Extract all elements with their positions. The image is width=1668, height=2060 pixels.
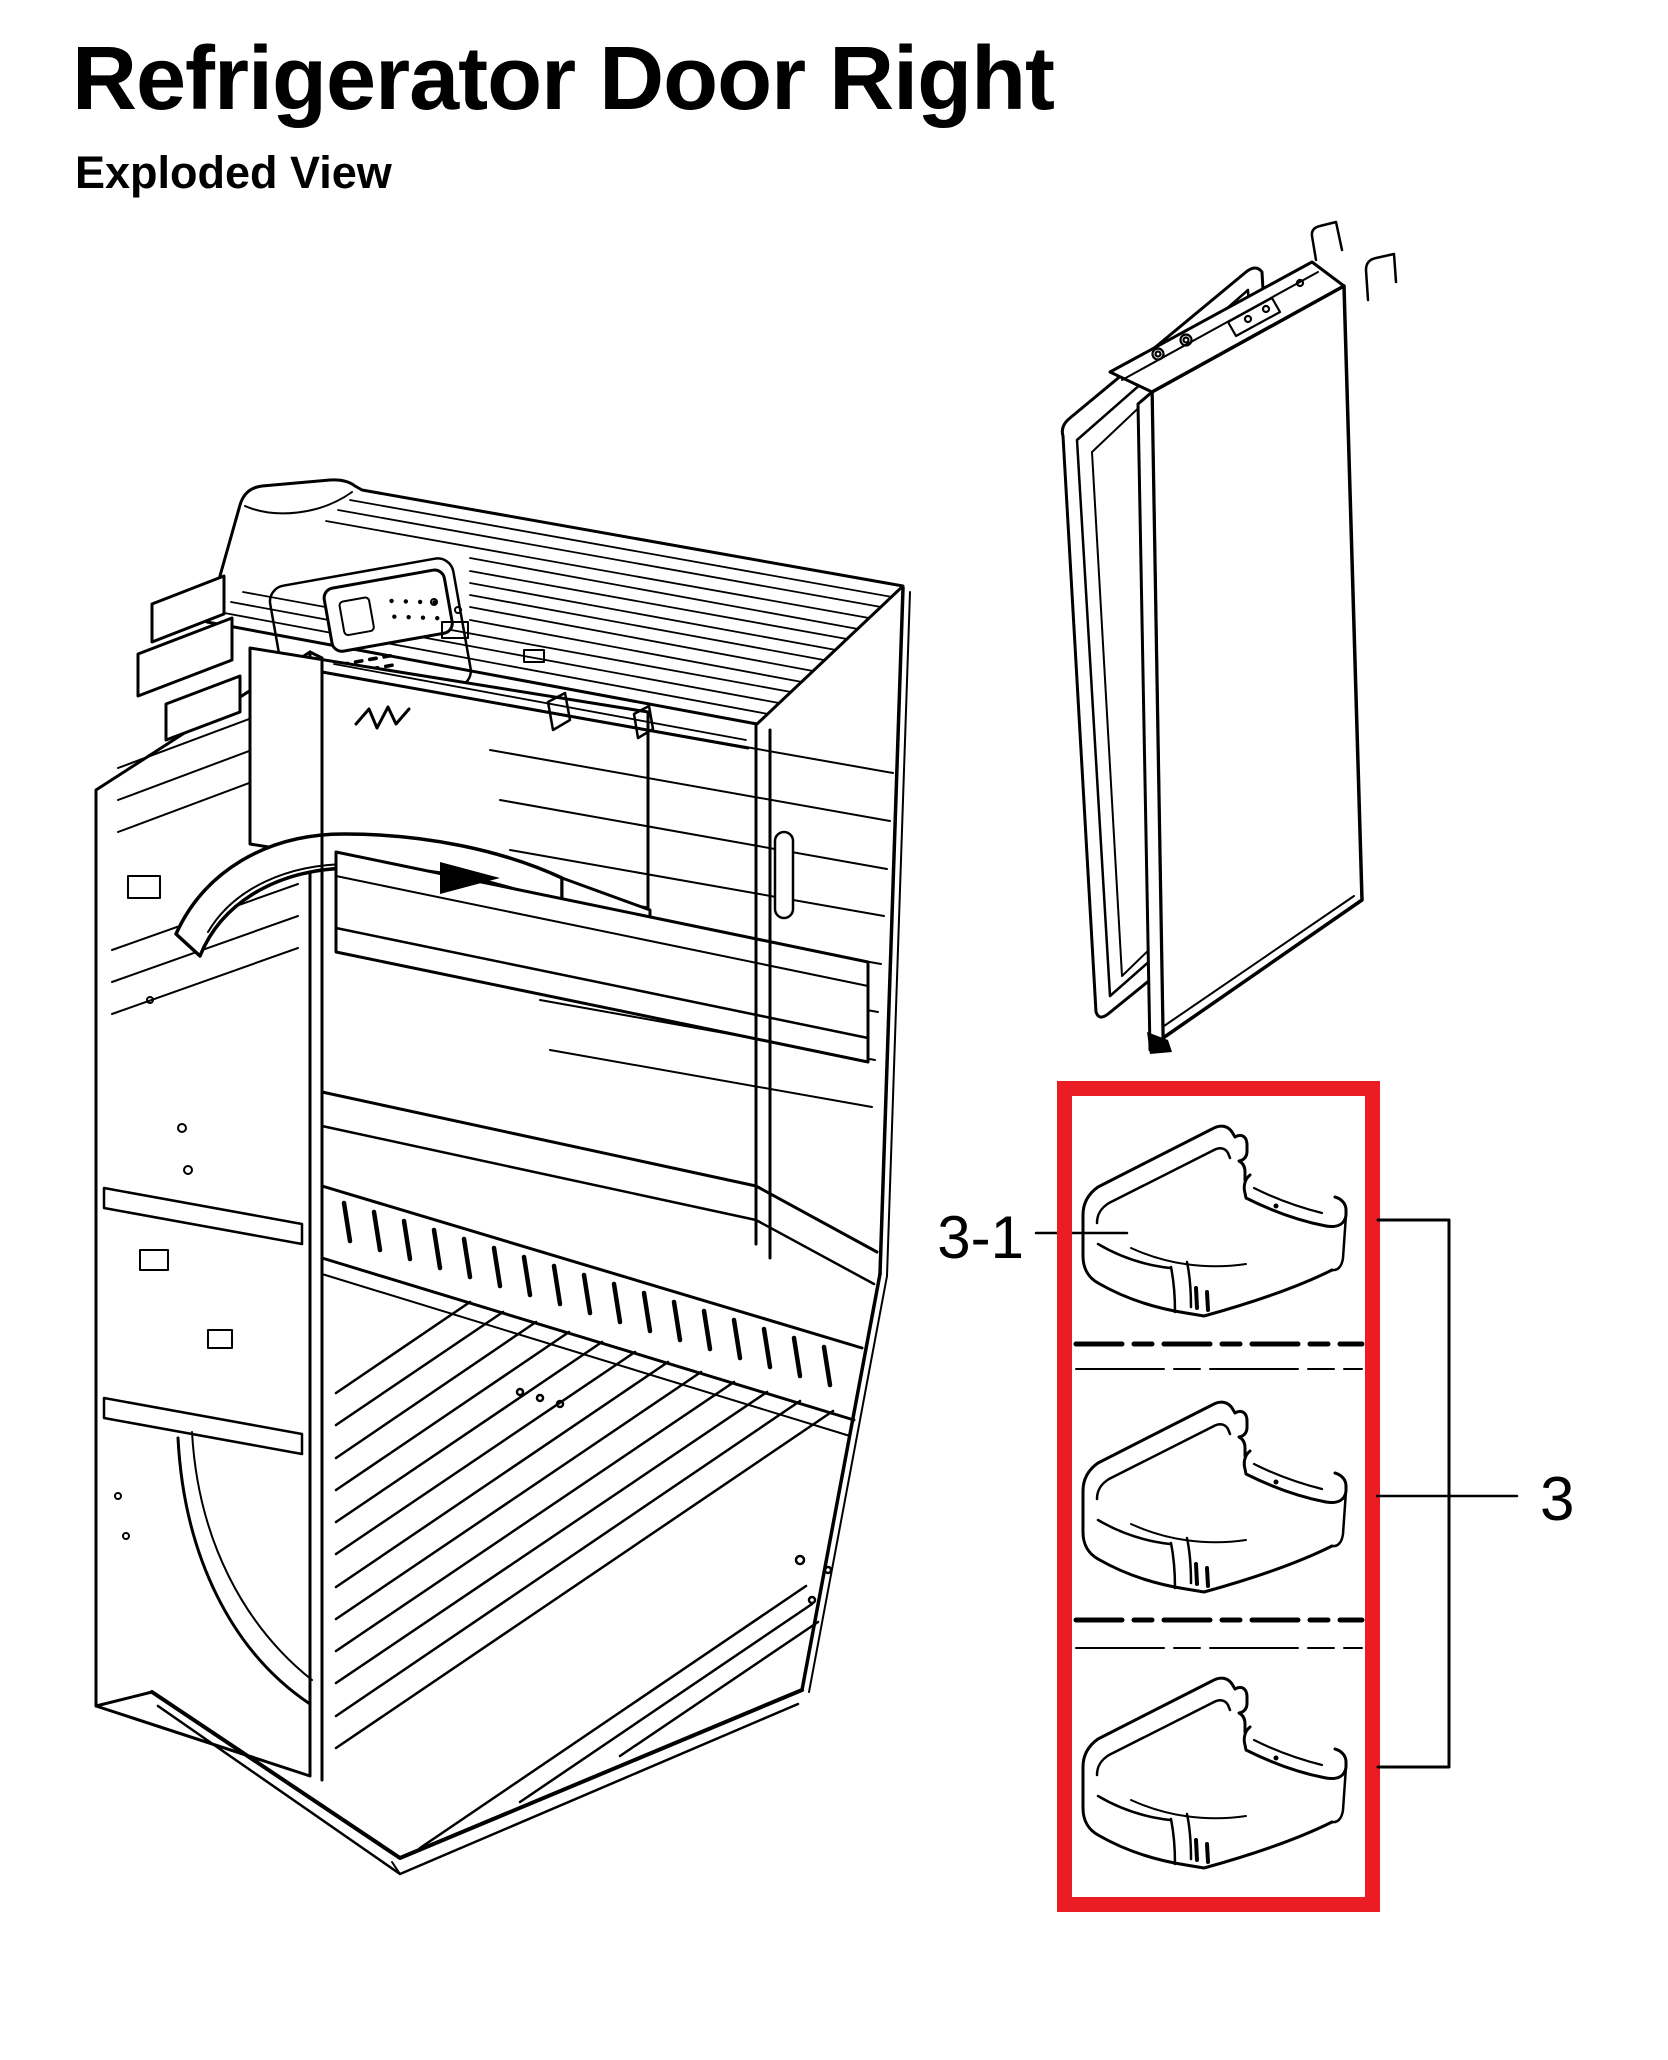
door-drawing <box>1060 220 1398 1054</box>
door-left-edge <box>1136 390 1165 1052</box>
door-bin-drawing-3 <box>1081 1676 1348 1870</box>
door-bin-drawing-1 <box>1081 1124 1348 1318</box>
cabinet-divider-band <box>320 1090 879 1437</box>
door-bin-drawing-2 <box>1081 1400 1348 1594</box>
page-subtitle: Exploded View <box>75 147 392 198</box>
callout-3-label: 3 <box>1540 1465 1574 1534</box>
door-front-face <box>1150 284 1364 1040</box>
cabinet-control-panel <box>322 568 454 653</box>
cabinet-fridge-interior <box>320 663 894 1260</box>
cabinet-top-face <box>205 478 905 726</box>
callout-3-1-label: 3-1 <box>937 1204 1024 1271</box>
red-highlight-box <box>1057 1081 1380 1912</box>
cabinet-top-vent-lines <box>218 499 893 715</box>
cabinet-drawing <box>94 478 911 1876</box>
bin-separator-lines <box>1073 1341 1365 1649</box>
cabinet-freezer-interior <box>334 1300 835 1850</box>
callout-3-bracket <box>1375 1218 1519 1769</box>
page-title: Refrigerator Door Right <box>72 29 1055 129</box>
